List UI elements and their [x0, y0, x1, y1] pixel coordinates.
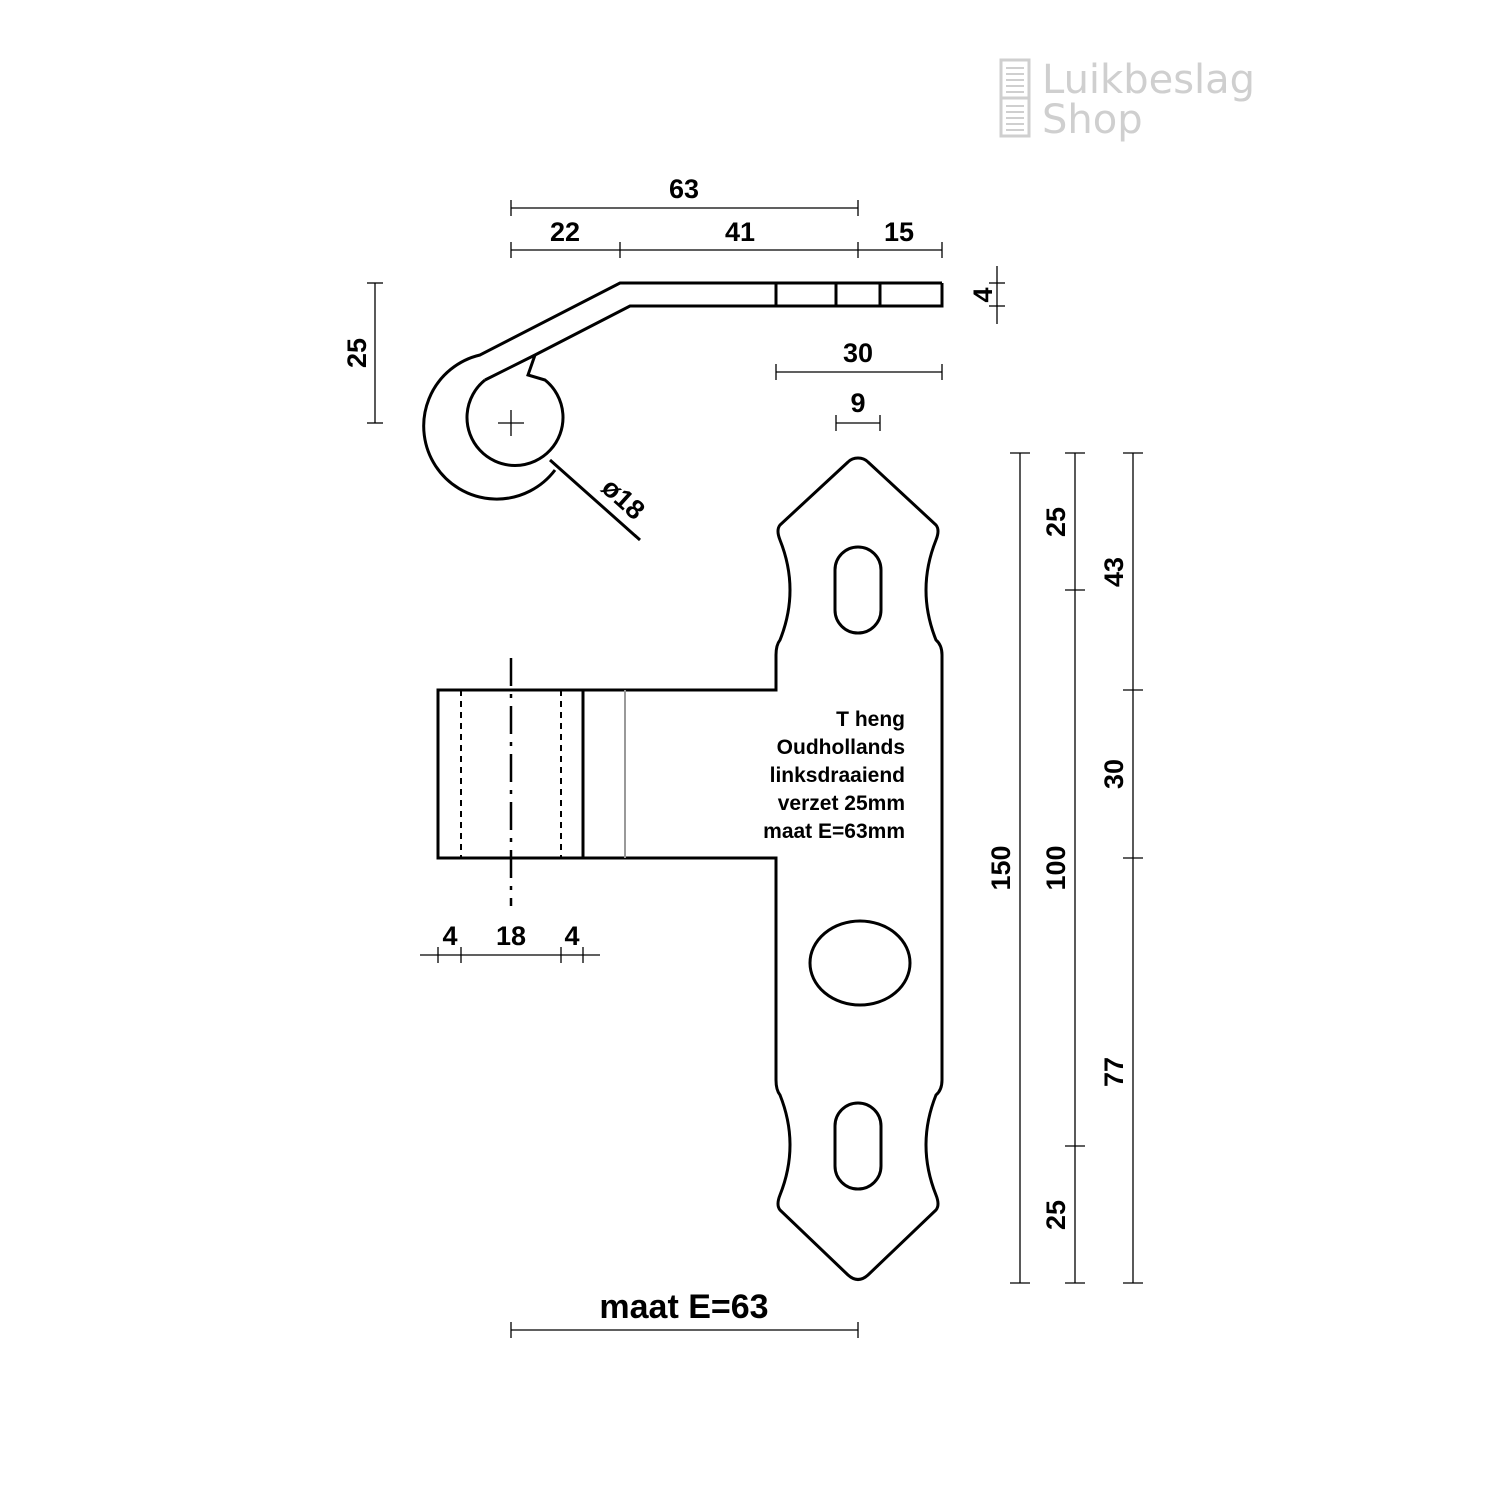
svg-text:linksdraaiend: linksdraaiend	[770, 764, 905, 787]
svg-text:maat E=63mm: maat E=63mm	[763, 820, 905, 843]
top-view: ø18 63 22 41 15 4 25 30 9	[342, 174, 1005, 542]
dim-30-arm: 30	[1099, 759, 1129, 789]
logo-line2: Shop	[1042, 97, 1143, 143]
logo-line1: Luikbeslag	[1042, 57, 1255, 103]
dim-30: 30	[843, 338, 873, 368]
dim-100: 100	[1041, 845, 1071, 890]
caption-maat-e: maat E=63	[599, 1288, 768, 1326]
dim-41: 41	[725, 217, 755, 247]
dim-25-top: 25	[1041, 507, 1071, 537]
svg-text:Oudhollands: Oudhollands	[777, 736, 905, 759]
hinge-plate-outline	[436, 456, 944, 1281]
dim-diameter: ø18	[596, 472, 651, 525]
front-view: T heng Oudhollands linksdraaiend verzet …	[420, 452, 1143, 1338]
dim-15: 15	[884, 217, 914, 247]
hole-middle	[808, 919, 912, 1007]
diameter-leader	[549, 458, 641, 542]
dim-150: 150	[986, 845, 1016, 890]
dim-18: 18	[496, 921, 526, 951]
svg-text:verzet 25mm: verzet 25mm	[778, 792, 905, 815]
dim-63: 63	[669, 174, 699, 204]
dim-9: 9	[850, 388, 865, 418]
dim-22: 22	[550, 217, 580, 247]
dim-4-right: 4	[564, 921, 579, 951]
dim-25-bottom: 25	[1041, 1200, 1071, 1230]
slot-top	[833, 545, 883, 635]
dim-4-thickness: 4	[968, 287, 998, 302]
slot-bottom	[833, 1101, 883, 1191]
product-note: T heng Oudhollands linksdraaiend verzet …	[763, 708, 905, 843]
dim-77: 77	[1099, 1057, 1129, 1087]
dim-43: 43	[1099, 557, 1129, 587]
svg-text:T heng: T heng	[836, 708, 905, 731]
dim-4-left: 4	[442, 921, 457, 951]
logo: Luikbeslag Shop	[999, 57, 1255, 143]
dim-25-height: 25	[342, 338, 372, 368]
